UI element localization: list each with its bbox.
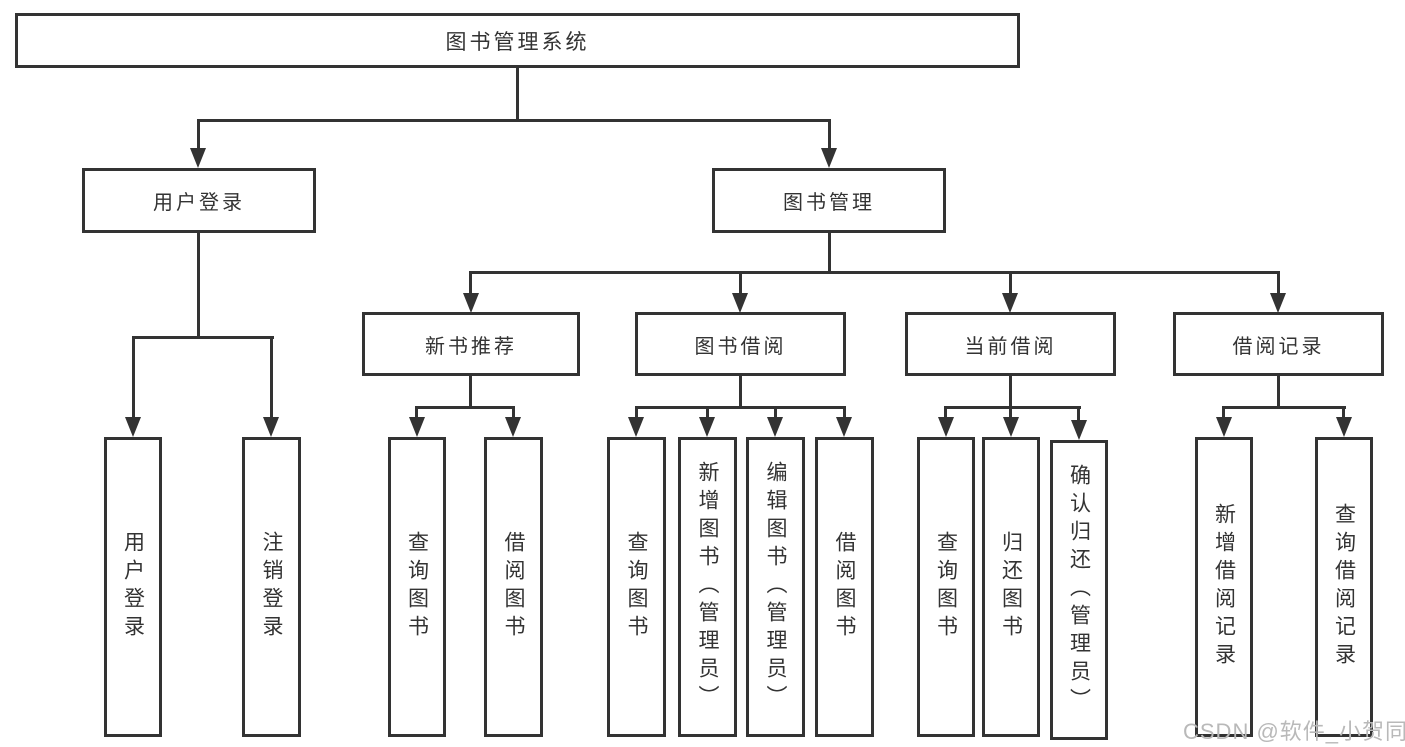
connector-leaf-stem — [512, 406, 515, 420]
leaf-node-add-books-admin-label: 新增图书（管理员） — [696, 461, 719, 713]
connector-level3-stem — [739, 271, 742, 296]
connector-leaf-stem — [1009, 406, 1012, 420]
connector-group-hline — [635, 406, 846, 409]
arrow-down-icon — [1002, 293, 1018, 313]
arrow-down-icon — [409, 417, 425, 437]
connector-group-stem — [1277, 376, 1280, 409]
leaf-node-query-books-3: 查询图书 — [917, 437, 975, 737]
arrow-down-icon — [767, 417, 783, 437]
root-node-library-management-system: 图书管理系统 — [15, 13, 1020, 68]
connector-leaf-stem — [415, 406, 418, 420]
arrow-down-icon — [125, 417, 141, 437]
connector-level3-stem — [1277, 271, 1280, 296]
connector-level3-stem — [1009, 271, 1012, 296]
leaf-node-borrow-books-1: 借阅图书 — [484, 437, 543, 737]
arrow-down-icon — [821, 148, 837, 168]
leaf-node-borrow-books-2-label: 借阅图书 — [833, 531, 856, 643]
leaf-node-query-borrow-record: 查询借阅记录 — [1315, 437, 1373, 737]
connector-leaf-stem — [944, 406, 947, 420]
node-user-login-label: 用户登录 — [153, 192, 245, 214]
leaf-node-return-books-label: 归还图书 — [999, 531, 1023, 643]
leaf-node-borrow-books-1-label: 借阅图书 — [502, 531, 525, 643]
connector-group-hline — [944, 406, 1081, 409]
leaf-node-borrow-books-2: 借阅图书 — [815, 437, 874, 737]
connector-leaf-stem — [774, 406, 777, 420]
arrow-down-icon — [732, 293, 748, 313]
leaf-node-query-books-2: 查询图书 — [607, 437, 666, 737]
csdn-watermark: CSDN @软件_小贺同学 — [1183, 719, 1405, 744]
arrow-down-icon — [1003, 417, 1019, 437]
connector-leaf-stem — [132, 336, 135, 420]
arrow-down-icon — [1270, 293, 1286, 313]
leaf-node-add-borrow-record-label: 新增借阅记录 — [1212, 503, 1236, 671]
connector-group-hline — [416, 406, 515, 409]
arrow-down-icon — [628, 417, 644, 437]
connector-leaf-stem — [1222, 406, 1225, 420]
leaf-node-confirm-return-admin: 确认归还（管理员） — [1050, 440, 1108, 740]
leaf-node-confirm-return-admin-label: 确认归还（管理员） — [1067, 464, 1091, 716]
connector-leaf-stem — [706, 406, 709, 420]
node-borrowing-records-label: 借阅记录 — [1232, 335, 1325, 358]
leaf-node-edit-books-admin-label: 编辑图书（管理员） — [764, 461, 787, 713]
node-book-management: 图书管理 — [712, 168, 946, 233]
connector-user-login-down — [197, 233, 200, 339]
node-book-management-label: 图书管理 — [783, 192, 875, 214]
leaf-node-logout-label: 注销登录 — [260, 531, 283, 643]
leaf-node-edit-books-admin: 编辑图书（管理员） — [746, 437, 805, 737]
connector-leaf-stem — [1342, 406, 1345, 420]
arrow-down-icon — [463, 293, 479, 313]
connector-root-stem — [516, 68, 519, 122]
connector-user-login-hline — [132, 336, 274, 339]
leaf-node-logout: 注销登录 — [242, 437, 301, 737]
node-book-borrowing-label: 图书借阅 — [694, 335, 787, 358]
connector-leaf-stem — [635, 406, 638, 420]
arrow-down-icon — [1216, 417, 1232, 437]
arrow-down-icon — [263, 417, 279, 437]
connector-book-management-stem — [828, 119, 831, 152]
node-user-login: 用户登录 — [82, 168, 316, 233]
connector-leaf-stem — [270, 336, 273, 420]
leaf-node-query-books-1: 查询图书 — [388, 437, 446, 737]
connector-user-login-stem — [197, 119, 200, 152]
arrow-down-icon — [938, 417, 954, 437]
node-new-book-recommend-label: 新书推荐 — [425, 335, 517, 358]
connector-group-stem — [1009, 376, 1012, 409]
connector-level3-stem — [469, 271, 472, 296]
connector-leaf-stem — [1077, 406, 1080, 420]
leaf-node-query-books-2-label: 查询图书 — [625, 531, 648, 643]
connector-group-hline — [1222, 406, 1346, 409]
connector-book-management-down — [828, 233, 831, 274]
node-new-book-recommend: 新书推荐 — [362, 312, 580, 376]
root-node-label: 图书管理系统 — [445, 30, 590, 54]
connector-level3-hline — [469, 271, 1280, 274]
arrow-down-icon — [699, 417, 715, 437]
leaf-node-return-books: 归还图书 — [982, 437, 1040, 737]
connector-group-stem — [739, 376, 742, 409]
connector-group-stem — [469, 376, 472, 409]
arrow-down-icon — [1071, 420, 1087, 440]
node-book-borrowing: 图书借阅 — [635, 312, 846, 376]
node-current-borrowing-label: 当前借阅 — [964, 335, 1057, 358]
connector-leaf-stem — [843, 406, 846, 420]
leaf-node-user-login-label: 用户登录 — [121, 531, 145, 643]
leaf-node-query-borrow-record-label: 查询借阅记录 — [1332, 503, 1356, 671]
arrow-down-icon — [1336, 417, 1352, 437]
arrow-down-icon — [505, 417, 521, 437]
arrow-down-icon — [190, 148, 206, 168]
leaf-node-add-borrow-record: 新增借阅记录 — [1195, 437, 1253, 737]
connector-level2-hline — [197, 119, 831, 122]
arrow-down-icon — [836, 417, 852, 437]
leaf-node-user-login: 用户登录 — [104, 437, 162, 737]
node-borrowing-records: 借阅记录 — [1173, 312, 1384, 376]
node-current-borrowing: 当前借阅 — [905, 312, 1116, 376]
leaf-node-query-books-3-label: 查询图书 — [934, 531, 958, 643]
leaf-node-query-books-1-label: 查询图书 — [405, 531, 429, 643]
leaf-node-add-books-admin: 新增图书（管理员） — [678, 437, 737, 737]
